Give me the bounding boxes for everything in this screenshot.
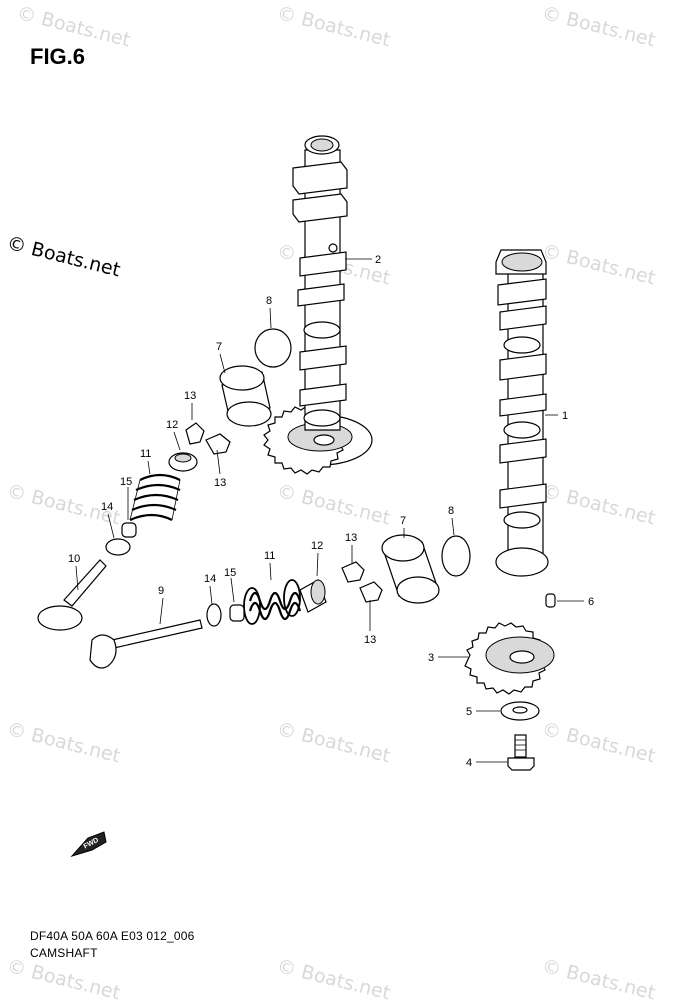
intake-valve (89, 619, 203, 669)
valve-cotter (205, 433, 231, 455)
valve-stem-seal (121, 522, 137, 538)
dowel-pin (545, 593, 556, 608)
callout-13: 13 (184, 390, 196, 402)
valve-stem-seal (229, 604, 245, 622)
callout-8: 8 (266, 295, 272, 307)
callout-1: 1 (562, 410, 568, 422)
callout-15: 15 (120, 476, 132, 488)
shim (441, 535, 471, 577)
callout-4: 4 (466, 757, 472, 769)
diagram-code: DF40A 50A 60A E03 012_006 (30, 929, 195, 943)
callout-11: 11 (264, 550, 275, 562)
callout-9: 9 (158, 585, 164, 597)
valve-cotter (341, 561, 365, 583)
camshaft-exhaust (495, 249, 549, 577)
callout-14: 14 (204, 573, 216, 585)
figure-label: FIG.6 (30, 44, 86, 69)
shim (254, 328, 292, 368)
callout-7: 7 (216, 341, 222, 353)
callout-6: 6 (588, 596, 594, 608)
callout-7: 7 (400, 515, 406, 527)
fwd-arrow-icon: FWD (70, 831, 107, 857)
diagram-title: CAMSHAFT (30, 946, 98, 960)
tappet (219, 365, 272, 427)
callout-10: 10 (68, 553, 80, 565)
callout-3: 3 (428, 652, 434, 664)
exhaust-valve (37, 559, 107, 631)
callout-12: 12 (166, 419, 178, 431)
valve-cotter (359, 581, 383, 603)
callout-12: 12 (311, 540, 323, 552)
spring-retainer (168, 452, 198, 472)
tappet (381, 534, 440, 604)
callout-2: 2 (375, 254, 381, 266)
callout-11: 11 (140, 448, 151, 460)
callout-15: 15 (224, 567, 236, 579)
bolt (507, 734, 535, 771)
callout-13: 13 (345, 532, 357, 544)
callout-13: 13 (214, 477, 226, 489)
spring-seat (206, 603, 222, 627)
callout-14: 14 (101, 501, 113, 513)
timing-sprocket (464, 622, 555, 695)
spring-seat (105, 538, 131, 556)
valve-spring (129, 473, 181, 522)
valve-cotter (185, 422, 205, 445)
camshaft-intake (263, 135, 373, 475)
callout-8: 8 (448, 505, 454, 517)
valve-spring (243, 579, 302, 625)
spring-retainer (299, 579, 327, 613)
callout-5: 5 (466, 706, 472, 718)
callout-13: 13 (364, 634, 376, 646)
